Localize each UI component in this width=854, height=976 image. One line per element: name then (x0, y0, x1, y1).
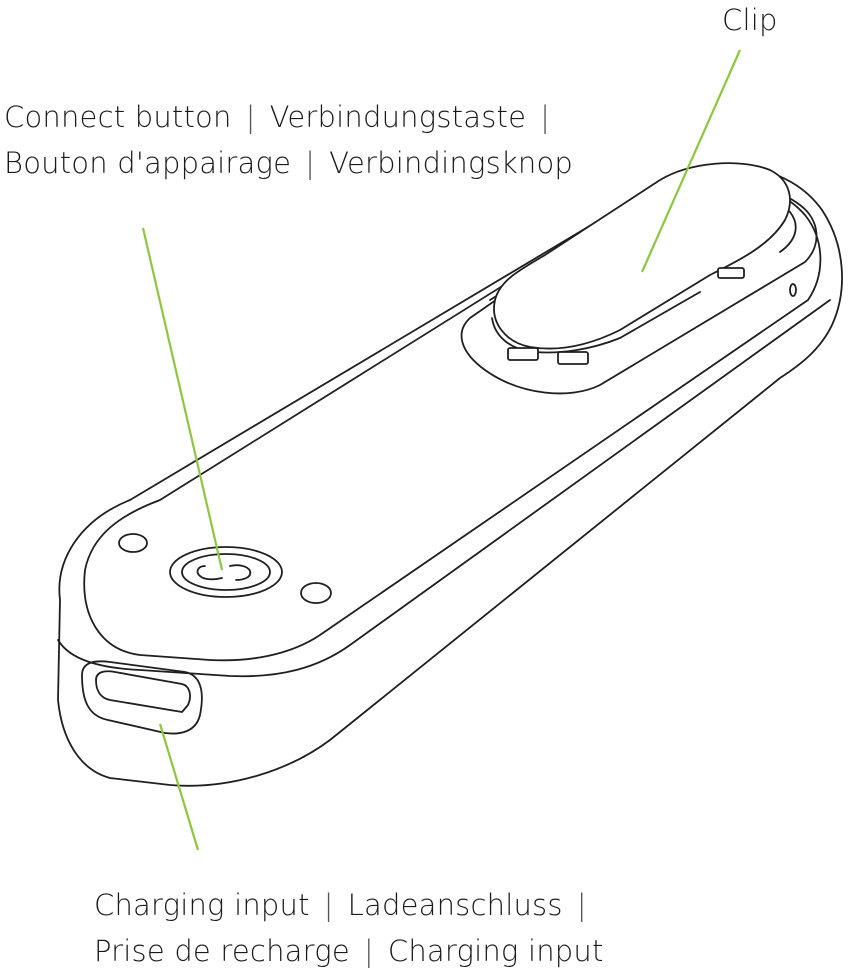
connect-button-icon (196, 564, 252, 581)
label-connect-fr: Bouton d'appairage (4, 146, 292, 180)
label-connect-de: Verbindungstaste (269, 100, 527, 134)
label-charging-line1: Charging input | Ladeanschluss | (94, 882, 604, 928)
device-side-band (57, 299, 831, 678)
label-charging-line2: Prise de recharge | Charging input (94, 928, 604, 974)
label-charging-en: Charging input (94, 888, 310, 922)
device-body (57, 165, 843, 787)
label-connect-button: Connect button | Verbindungstaste | Bouton … (4, 94, 573, 186)
label-connect-nl: Verbindingsknop (329, 146, 574, 180)
separator: | (305, 146, 316, 180)
clip-notch-left (507, 347, 539, 361)
leader-line-clip (640, 49, 742, 273)
label-charging-nl: Charging input (387, 934, 604, 968)
label-clip: Clip (722, 0, 778, 43)
screw-hole-left (118, 533, 148, 553)
label-charging-de: Ladeanschluss (347, 888, 563, 922)
label-connect-line1: Connect button | Verbindungstaste | (4, 94, 573, 140)
separator: | (245, 100, 256, 134)
charging-port-outer (81, 660, 203, 735)
label-connect-en: Connect button (4, 100, 232, 134)
device-top-edge (83, 179, 822, 662)
clip-body (493, 162, 791, 350)
charging-port-inner (95, 670, 191, 713)
label-charging-input: Charging input | Ladeanschluss | Prise de r… (94, 882, 604, 974)
connect-button-inner (181, 553, 271, 591)
screw-hole-right (300, 582, 332, 604)
indicator-hole (789, 283, 797, 297)
label-charging-fr: Prise de recharge (94, 934, 350, 968)
separator: | (576, 888, 587, 922)
clip-notch-side (717, 267, 745, 279)
connect-button-outer (169, 546, 283, 598)
label-clip-text: Clip (722, 3, 778, 37)
separator: | (540, 100, 551, 134)
separator: | (363, 934, 374, 968)
separator: | (323, 888, 334, 922)
leader-line-charging (158, 723, 200, 851)
leader-line-connect (141, 227, 224, 571)
label-connect-line2: Bouton d'appairage | Verbindingsknop (4, 140, 573, 186)
clip-notch-right (557, 351, 589, 365)
